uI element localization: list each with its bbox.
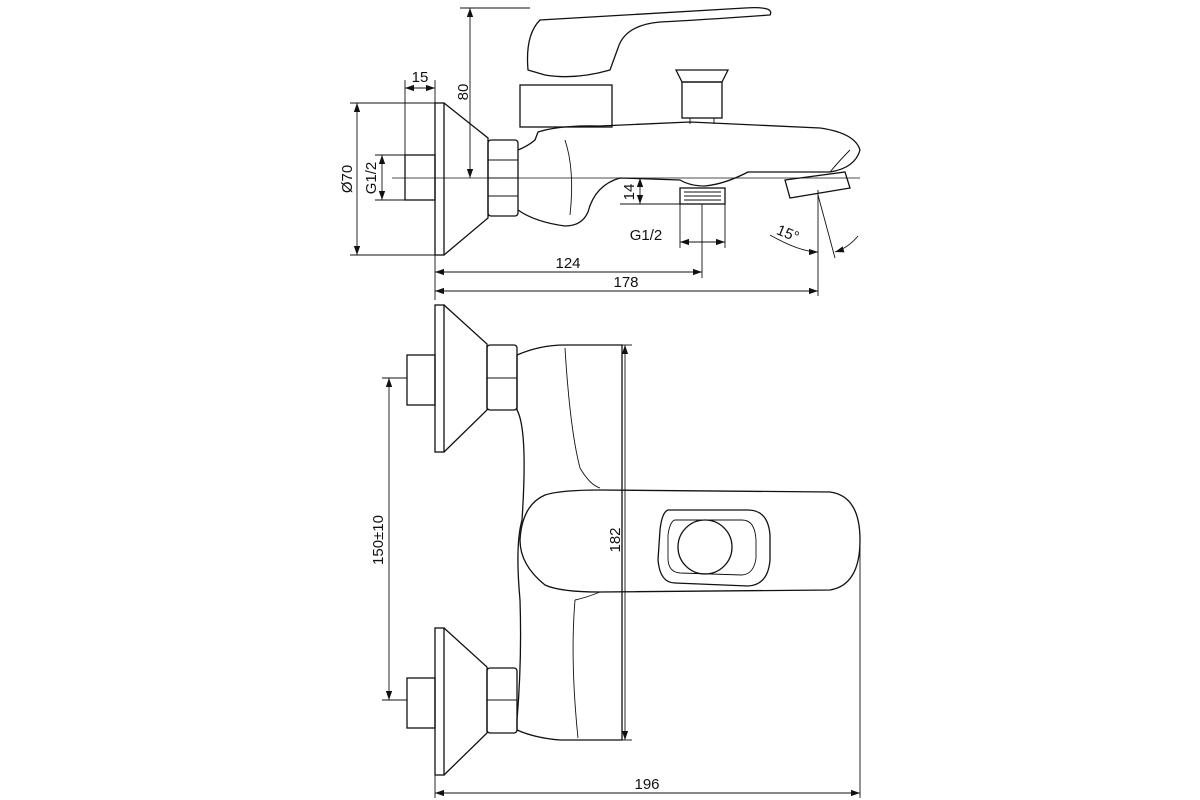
inlet-pipe bbox=[404, 154, 436, 201]
lower-cone bbox=[443, 627, 488, 776]
dim-label-outlet-distance: 124 bbox=[555, 255, 580, 272]
lower-hex-nut bbox=[486, 667, 518, 734]
dim-label-inlet-spacing: 150±10 bbox=[370, 515, 387, 565]
upper-cone bbox=[443, 304, 488, 453]
dim-label-handle-height: 80 bbox=[455, 84, 472, 101]
dim-label-plate-thickness: 15 bbox=[412, 69, 429, 86]
wall-cone bbox=[443, 102, 489, 256]
front-view bbox=[406, 304, 861, 776]
upper-hex-nut bbox=[486, 344, 518, 411]
dim-label-shower-thread: G1/2 bbox=[630, 227, 663, 244]
upper-inlet-pipe bbox=[406, 354, 436, 406]
lever-handle bbox=[526, 7, 772, 78]
wall-plate bbox=[434, 102, 445, 256]
diverter-knob-front bbox=[677, 519, 733, 575]
dim-label-total-depth: 178 bbox=[613, 274, 638, 291]
lower-wall-plate bbox=[434, 627, 445, 776]
spout-body bbox=[517, 121, 861, 227]
side-view bbox=[392, 7, 861, 259]
diverter-knob bbox=[681, 81, 723, 119]
dim-label-total-width: 196 bbox=[634, 776, 659, 793]
dim-label-plate-diameter: Ø70 bbox=[339, 165, 356, 193]
dim-label-spout-angle: 15° bbox=[774, 222, 801, 246]
spout-aerator bbox=[784, 171, 851, 199]
dimension-labels: 15 80 Ø70 G1/2 14 G1/2 15° 124 178 150±1… bbox=[339, 69, 801, 793]
front-body bbox=[516, 344, 623, 741]
dim-label-inlet-thread: G1/2 bbox=[363, 162, 380, 195]
upper-wall-plate bbox=[434, 304, 445, 453]
diverter-frame bbox=[657, 509, 771, 587]
dim-label-outlet-offset: 14 bbox=[621, 184, 638, 201]
front-spout bbox=[519, 489, 861, 593]
cartridge-column bbox=[519, 84, 613, 128]
shower-outlet bbox=[679, 187, 726, 205]
dim-label-body-height: 182 bbox=[607, 527, 624, 552]
lower-inlet-pipe bbox=[406, 677, 436, 729]
dimension-lines bbox=[350, 7, 861, 798]
